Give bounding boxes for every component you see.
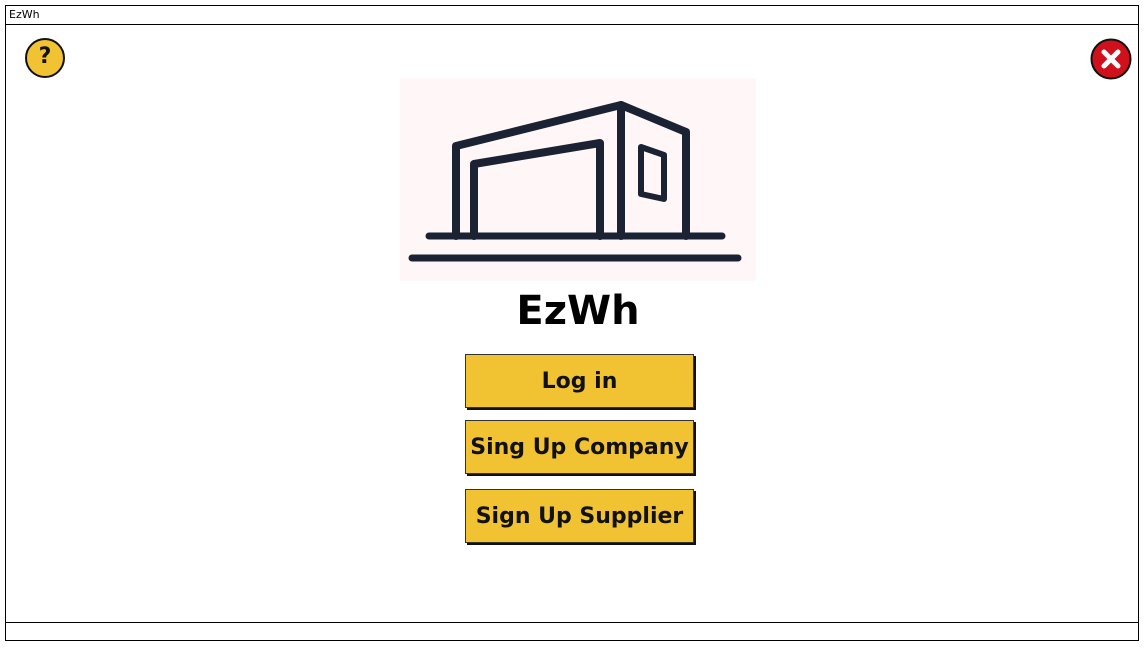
warehouse-icon (408, 101, 742, 262)
close-icon (1090, 38, 1132, 80)
login-button[interactable]: Log in (465, 354, 694, 408)
logo (400, 78, 756, 281)
status-bar (6, 622, 1138, 640)
signup-supplier-button[interactable]: Sign Up Supplier (465, 489, 694, 543)
close-button[interactable] (1090, 38, 1132, 80)
app-window: EzWh ? EzWh Log in Sing Up Company Sign … (5, 5, 1139, 641)
help-icon: ? (38, 44, 52, 69)
window-title: EzWh (9, 8, 40, 21)
title-bar: EzWh (6, 6, 1138, 25)
app-name: EzWh (516, 288, 640, 334)
signup-company-button[interactable]: Sing Up Company (465, 420, 694, 474)
help-button[interactable]: ? (25, 38, 65, 78)
